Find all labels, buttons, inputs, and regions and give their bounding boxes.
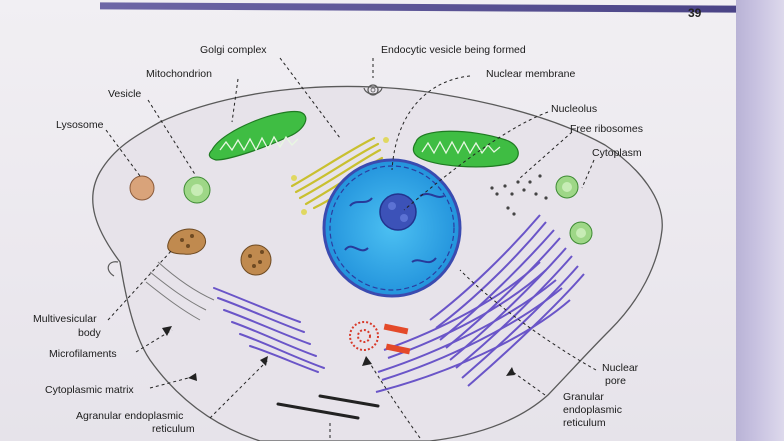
label-multivesicular-2: body — [78, 327, 102, 339]
label-cytoplasm: Cytoplasm — [592, 147, 642, 159]
page-number: 39 — [688, 6, 702, 20]
granular-er — [375, 214, 585, 393]
label-microfilaments: Microfilaments — [49, 348, 117, 360]
lysosome-2 — [240, 244, 272, 276]
leader-lines — [105, 57, 597, 439]
label-granular-er-1: Granular — [563, 391, 604, 403]
microfilaments — [145, 261, 215, 321]
nucleus — [322, 158, 462, 298]
label-golgi: Golgi complex — [200, 44, 267, 56]
label-nuclear-pore-1: Nuclear — [602, 362, 639, 374]
microtubules — [276, 394, 380, 420]
multivesicular-body — [167, 228, 206, 255]
cell-diagram: Golgi complex Endocytic vesicle being fo… — [33, 44, 663, 441]
label-granular-er-2: endoplasmic — [563, 404, 622, 416]
label-granular-er-3: reticulum — [563, 417, 606, 429]
label-agranular-er-1: Agranular endoplasmic — [76, 410, 183, 422]
free-ribosomes — [490, 174, 548, 216]
lysosome — [129, 175, 155, 201]
label-mitochondrion: Mitochondrion — [146, 68, 212, 80]
label-endocytic: Endocytic vesicle being formed — [381, 44, 526, 56]
mitochondrion-right — [412, 130, 519, 168]
textbook-page: 39 — [0, 0, 736, 441]
label-free-ribosomes: Free ribosomes — [570, 123, 643, 135]
nucleolus — [379, 193, 417, 231]
label-nucleolus: Nucleolus — [551, 103, 597, 115]
label-nuclear-pore-2: pore — [605, 375, 626, 387]
agranular-er — [213, 287, 325, 373]
page-edge — [736, 0, 784, 441]
label-vesicle: Vesicle — [108, 88, 141, 100]
label-agranular-er-2: reticulum — [152, 423, 195, 435]
label-multivesicular-1: Multivesicular — [33, 313, 97, 325]
label-nuclear-membrane: Nuclear membrane — [486, 68, 575, 80]
endocytic-vesicle — [367, 84, 379, 96]
label-lysosome: Lysosome — [56, 119, 104, 131]
mitochondrion-left — [208, 110, 307, 161]
label-cytoplasmic-matrix: Cytoplasmic matrix — [45, 384, 134, 396]
centriole — [349, 321, 411, 355]
